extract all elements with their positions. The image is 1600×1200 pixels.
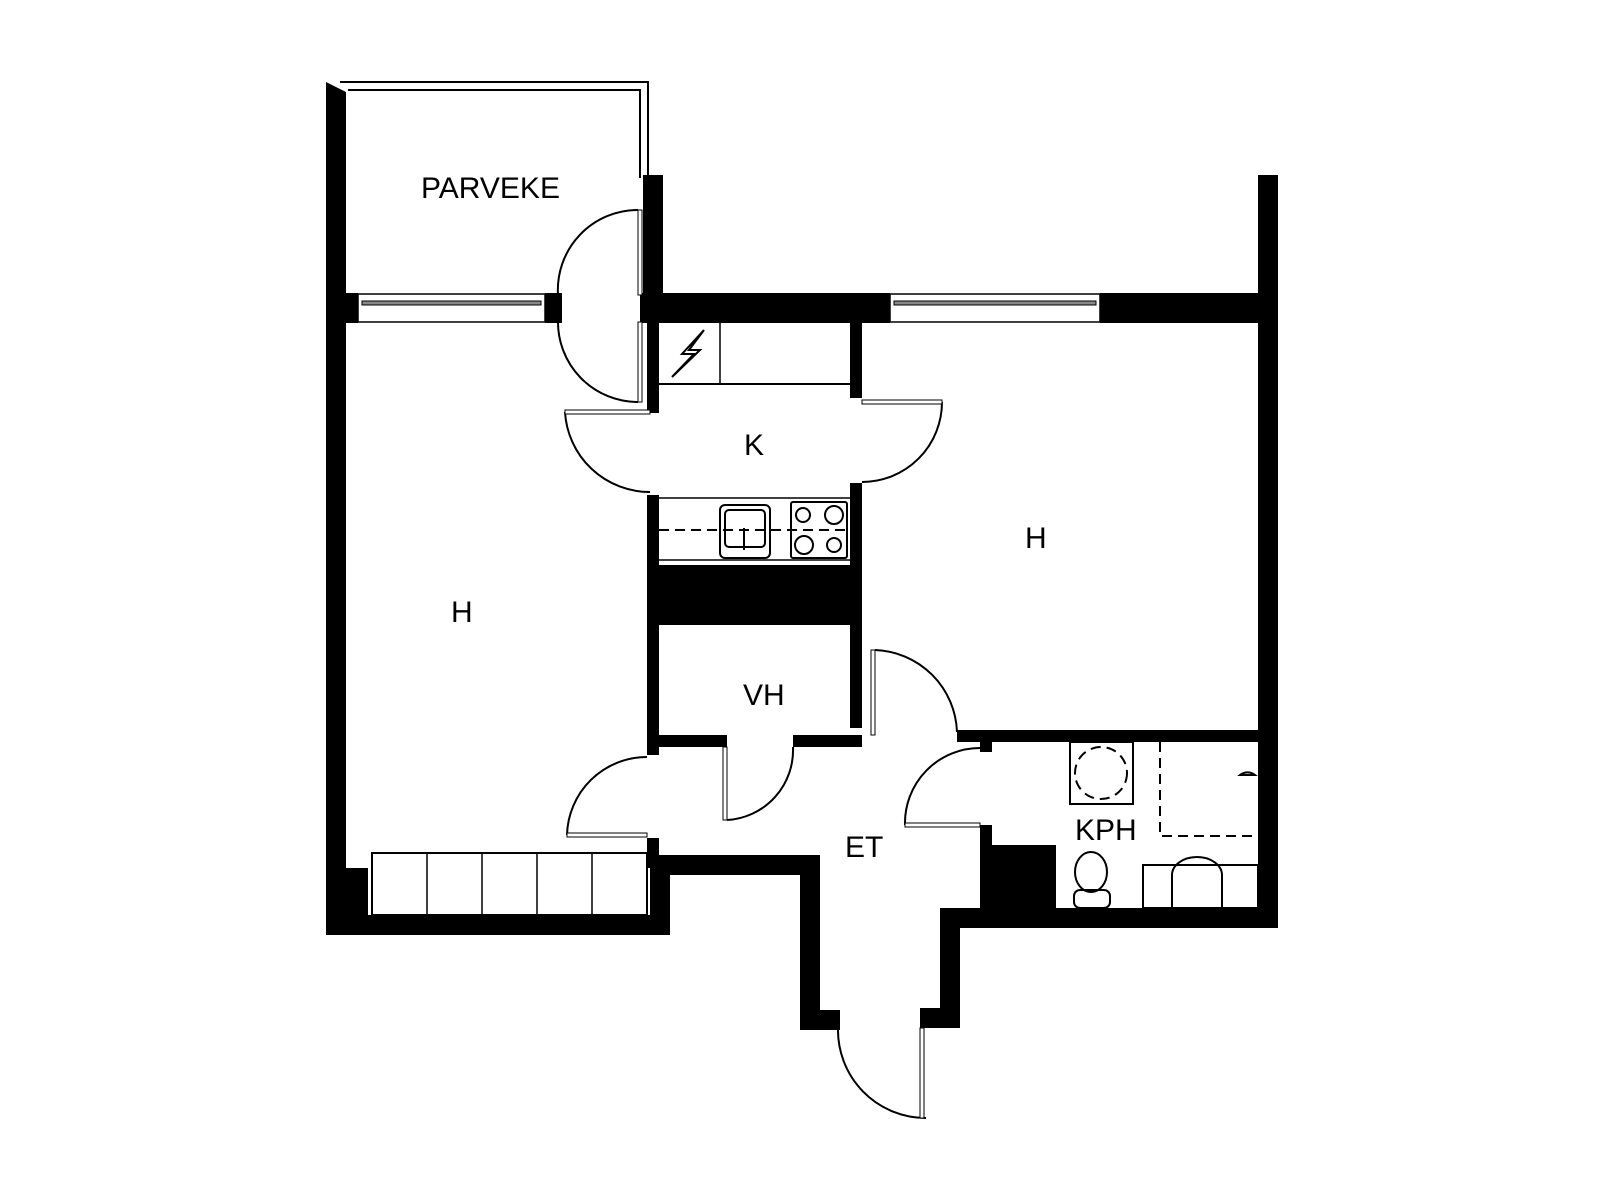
room-label-parveke: PARVEKE: [421, 172, 560, 205]
room-labels: PARVEKE K H H VH ET KPH: [421, 172, 1137, 864]
stove-icon: [790, 501, 848, 559]
doors: [556, 208, 981, 1119]
sink-icon: [719, 504, 771, 559]
room-label-kitchen: K: [744, 429, 764, 462]
washer-icon: [1069, 741, 1134, 805]
room-label-room-right: H: [1025, 522, 1047, 555]
toilet-icon: [1074, 851, 1108, 893]
washbasin-icon: [1171, 856, 1223, 909]
room-label-walk-in: VH: [743, 679, 785, 712]
walls: [326, 82, 1278, 1030]
wardrobes: [371, 852, 648, 916]
balcony-railing: [340, 81, 649, 178]
room-label-hall: ET: [845, 831, 883, 864]
room-label-bathroom: KPH: [1075, 814, 1137, 847]
kitchen-fixtures: [659, 323, 850, 561]
shower-area: [1159, 742, 1258, 837]
windows: [357, 293, 1101, 323]
room-label-room-left: H: [451, 596, 473, 629]
shower-head-icon: [1237, 771, 1258, 776]
electric-icon: [671, 329, 705, 378]
bathroom-fixtures: [1069, 741, 1259, 909]
